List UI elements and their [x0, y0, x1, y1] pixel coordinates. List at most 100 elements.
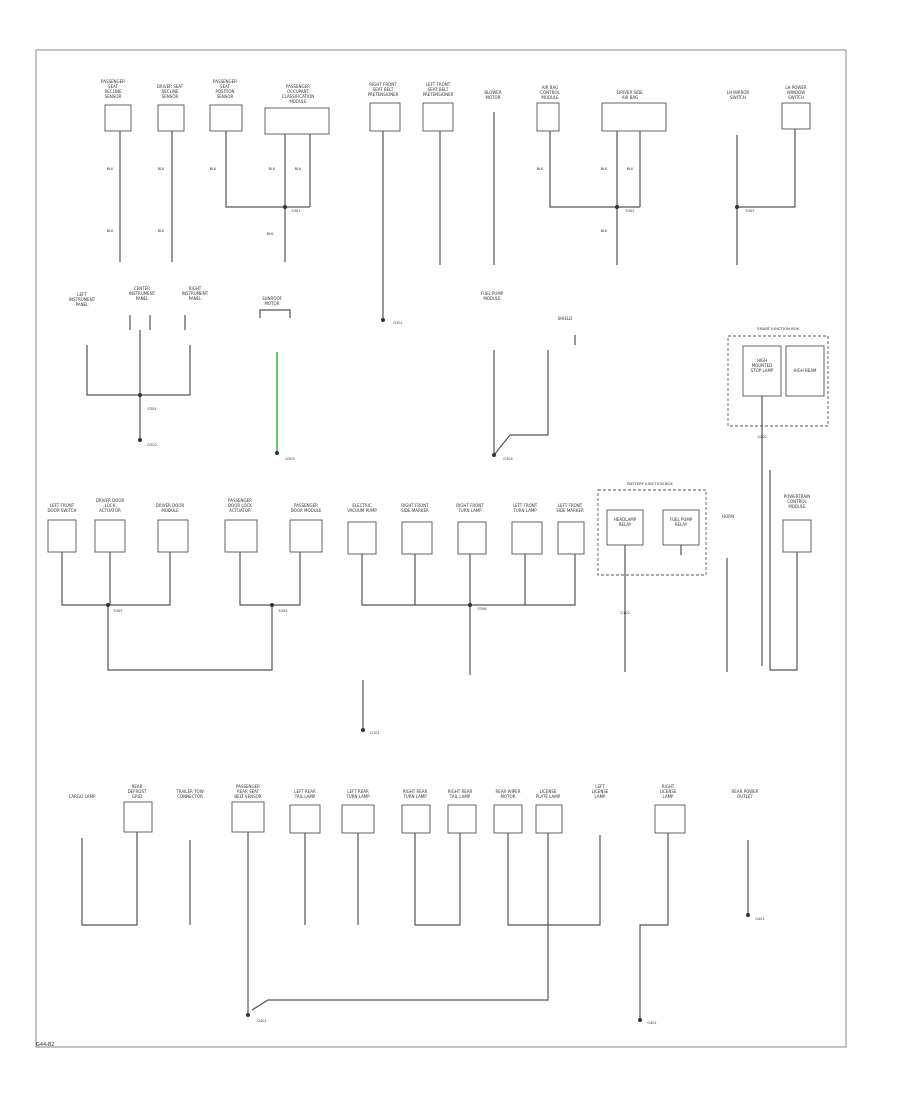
connector-box [347, 521, 377, 555]
wire [86, 345, 191, 396]
connector-box [47, 519, 77, 553]
component-label: SIDE MARKER [556, 508, 584, 513]
junction-box-frame [727, 335, 829, 427]
wire-color-label: BLK [210, 167, 217, 171]
component-label: PRETENSIONER [423, 92, 454, 97]
connector-box [493, 804, 523, 834]
wire [493, 350, 549, 456]
wire [414, 833, 461, 926]
component-label: RIGHT FRONT [456, 503, 484, 508]
splice-dot [246, 1013, 250, 1017]
connector-box [401, 521, 433, 555]
connector-box [601, 102, 667, 132]
connector-box [341, 804, 375, 834]
component-label: RECLINE [161, 89, 179, 94]
wire [239, 552, 301, 606]
component-label: PANEL [136, 296, 149, 301]
wire-color-label: BLK [158, 167, 165, 171]
component-label: MOTOR [265, 301, 280, 306]
connector-box [606, 509, 644, 546]
ground-label: G302 [147, 443, 156, 447]
component-label: AIR BAG [622, 95, 638, 100]
connector-box [422, 102, 454, 132]
component-label: DRIVER SIDE [617, 90, 643, 95]
component-label: OCCUPANT [287, 89, 310, 94]
component-label: ACTUATOR [99, 508, 121, 513]
component-label: PRETENSIONER [368, 92, 399, 97]
connector-box [536, 102, 560, 132]
splice-dot [746, 913, 750, 917]
component-label: BELT SENSOR [234, 794, 261, 799]
component-label: PLATE LAMP [536, 794, 561, 799]
component-label: DEFROST [128, 789, 147, 794]
component-label: SENSOR [162, 94, 179, 99]
component-label: RIGHT FRONT [369, 82, 397, 87]
ground-label: G401 [755, 917, 764, 921]
splice-dot [615, 205, 619, 209]
component-label: LOCK [105, 503, 116, 508]
splice-dot [381, 318, 385, 322]
connector-box [782, 519, 812, 553]
connector-box [231, 801, 265, 833]
connector-box [535, 804, 563, 834]
component-label: GRID [132, 794, 142, 799]
wire-color-label: BLK [601, 229, 608, 233]
component-label: CENTER [134, 286, 150, 291]
component-label: LICENSE [540, 789, 557, 794]
component-label: CONTROL [540, 90, 560, 95]
splice-label: S302 [626, 209, 635, 213]
component-label: INSTRUMENT [69, 297, 96, 302]
component-label: LEFT REAR [294, 789, 316, 794]
component-label: TURN LAMP [345, 794, 370, 799]
wire [225, 131, 310, 208]
wire [549, 131, 640, 208]
wire-color-label: BLK [269, 167, 276, 171]
wire-color-label: BLK [601, 167, 608, 171]
component-label: WINDOW [787, 90, 805, 95]
component-label: DRIVER SEAT [157, 84, 184, 89]
component-label: PANEL [189, 296, 202, 301]
component-label: POSITION [215, 89, 234, 94]
wire [361, 554, 576, 606]
wire [507, 833, 601, 926]
component-label: SEAT [220, 84, 230, 89]
connector-box [781, 102, 811, 130]
component-label: LICENSE [660, 789, 677, 794]
splice-label: S303 [746, 209, 755, 213]
component-label: HEADLAMP [614, 517, 637, 522]
component-label: HIGH BEAM [793, 368, 817, 373]
component-label: PASSENGER [228, 498, 252, 503]
connector-box [94, 519, 126, 553]
ground-label: G304 [503, 457, 513, 461]
ground-label: G401 [257, 1019, 266, 1023]
component-label: DOOR LOCK [228, 503, 252, 508]
component-label: LAMP [663, 794, 675, 799]
component-label: MODULE [541, 95, 559, 100]
component-label: TURN LAMP [512, 508, 537, 513]
connector-box [104, 104, 132, 132]
component-label: VACUUM PUMP [347, 508, 377, 513]
component-label: RIGHT FRONT [401, 503, 429, 508]
component-label: LEFT FRONT [558, 503, 583, 508]
wire [81, 832, 138, 926]
wire [61, 552, 171, 606]
component-label: REAR WIPER [496, 789, 521, 794]
component-label: TURN LAMP [457, 508, 482, 513]
connector-box [209, 104, 243, 132]
component-label: SWITCH [730, 95, 746, 100]
component-label: LH MIRROR [727, 90, 750, 95]
component-label: POWERTRAIN [784, 494, 811, 499]
component-label: LEFT [77, 292, 87, 297]
splice-dot [138, 393, 142, 397]
component-label: RIGHT [189, 286, 202, 291]
component-label: SEAT BELT [373, 87, 394, 92]
splice-dot [106, 603, 110, 607]
component-label: PASSENGER [213, 79, 237, 84]
junction-box-title: SMART JUNCTION BOX [757, 326, 799, 331]
connector-box [557, 521, 585, 555]
diagram-code: G44-B2 [36, 1042, 55, 1048]
component-label: STOP LAMP [751, 368, 774, 373]
component-label: OUTLET [737, 794, 753, 799]
